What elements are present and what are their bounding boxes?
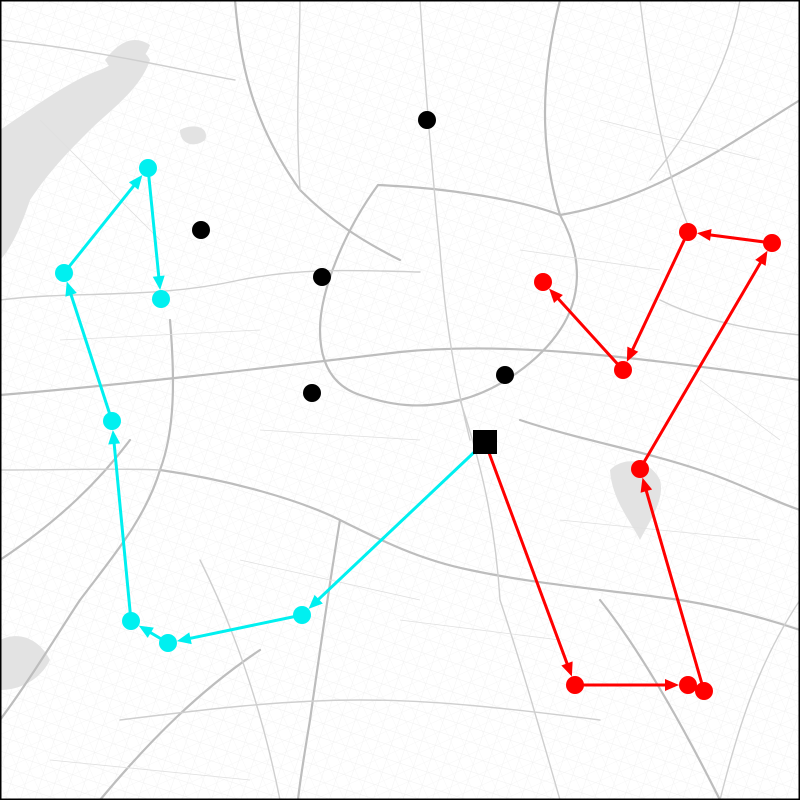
water-bodies: [0, 40, 661, 690]
route-arrowhead: [65, 281, 77, 297]
route-segment: [315, 440, 487, 603]
route-stop: [152, 290, 170, 308]
route-segment: [62, 182, 137, 275]
route-arrowhead: [549, 288, 563, 304]
route-segment: [644, 487, 706, 693]
unvisited-stop: [496, 366, 514, 384]
unvisited-stop: [303, 384, 321, 402]
route-stop: [103, 412, 121, 430]
route-arrowhead: [755, 250, 768, 266]
unvisited-stop: [313, 268, 331, 286]
unvisited-stop: [418, 111, 436, 129]
route-segment: [483, 440, 570, 667]
route-arrowhead: [640, 477, 653, 493]
route-arrowhead: [696, 229, 712, 241]
depot-marker: [473, 430, 497, 454]
route-stop: [763, 234, 781, 252]
route-stop: [566, 676, 584, 694]
route-arrowhead: [176, 632, 192, 645]
route-stop: [122, 612, 140, 630]
unvisited-stops: [192, 111, 514, 402]
route-arrowhead: [138, 625, 154, 638]
route-segment: [68, 291, 114, 423]
route-stop: [159, 634, 177, 652]
route-stop: [614, 361, 632, 379]
route-segment: [146, 166, 161, 280]
route-arrowhead: [665, 679, 679, 691]
route-arrowhead: [128, 175, 143, 190]
route-stop: [679, 676, 697, 694]
unvisited-stop: [192, 221, 210, 239]
depot: [473, 430, 497, 454]
vehicle-routes: [55, 159, 781, 700]
route-arrowhead: [152, 275, 165, 291]
route-segment: [112, 440, 133, 623]
route-segment: [630, 230, 690, 353]
route-1: [55, 159, 487, 652]
route-segment: [638, 259, 763, 471]
route-stop: [293, 606, 311, 624]
route-stop: [534, 273, 552, 291]
route-stop: [55, 264, 73, 282]
route-segment: [187, 613, 304, 641]
route-stop: [631, 460, 649, 478]
route-segment: [707, 233, 774, 245]
route-stop: [695, 682, 713, 700]
minor-roads: [39, 119, 781, 781]
route-segment: [555, 296, 625, 372]
route-arrowhead: [561, 661, 573, 677]
route-arrowhead: [308, 594, 323, 609]
route-stop: [139, 159, 157, 177]
route-arrowhead: [108, 429, 121, 445]
route-arrowhead: [626, 346, 639, 362]
route-2: [483, 223, 781, 700]
route-stop: [679, 223, 697, 241]
